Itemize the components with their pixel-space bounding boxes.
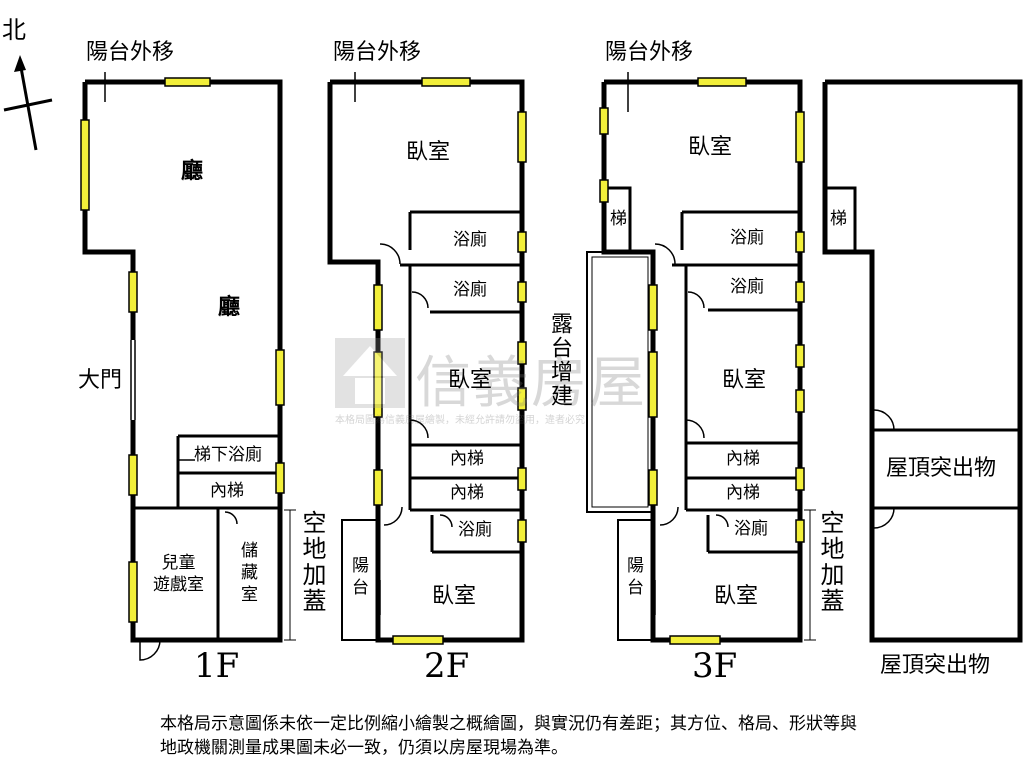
f2-bath-c: 浴廁 — [458, 520, 492, 540]
roof-stair: 梯 — [830, 209, 847, 229]
open-space-b-label: 空地加蓋 — [816, 510, 844, 614]
f3-inner-stair-b: 內梯 — [726, 483, 760, 503]
f3-bedroom-top: 臥室 — [688, 135, 733, 160]
f3-balcony-note: 陽台外移 — [605, 40, 694, 65]
f3-bath-a: 浴廁 — [730, 228, 764, 248]
floor-1f-doors — [130, 340, 238, 661]
open-space-a-label: 空地加蓋 — [298, 510, 326, 614]
f3-inner-stair-a: 內梯 — [726, 449, 760, 469]
floor-3f-windows — [599, 77, 805, 645]
floor-2f-windows — [373, 77, 527, 645]
f2-bath-b: 浴廁 — [453, 280, 487, 300]
f1-main-door: 大門 — [78, 368, 123, 393]
f3-balcony: 陽 台 — [627, 556, 644, 598]
f3-floor-label: 3F — [692, 646, 738, 686]
terrace-inner — [591, 256, 649, 508]
f2-bedroom-bottom: 臥室 — [432, 584, 477, 609]
f1-storage: 儲 藏 室 — [241, 541, 258, 605]
f1-hall-mid: 廳 — [218, 294, 241, 320]
f1-kids-room: 兒童 遊戲室 — [153, 553, 204, 595]
balcony-leaders — [104, 72, 629, 112]
f1-hall-top: 廳 — [181, 158, 204, 184]
roof-floor-label: 屋頂突出物 — [880, 653, 991, 678]
f2-inner-stair-b: 內梯 — [450, 483, 484, 503]
f2-bedroom-mid: 臥室 — [448, 368, 493, 393]
floor-3f-doors — [654, 243, 729, 615]
f3-bath-b: 浴廁 — [730, 277, 764, 297]
f1-balcony-note: 陽台外移 — [86, 40, 175, 65]
f2-balcony-note: 陽台外移 — [333, 40, 422, 65]
roof-structure: 屋頂突出物 — [886, 456, 997, 481]
dimension-lines — [284, 509, 816, 641]
floor-2f-doors — [379, 243, 453, 615]
watermark: 信義房屋 本格局圖為信義房屋繪製，未經允許請勿盜用，違者必究 — [335, 338, 695, 426]
floor-2f-walls — [327, 79, 525, 643]
f1-floor-label: 1F — [194, 646, 240, 686]
f3-bath-c: 浴廁 — [734, 519, 768, 539]
disclaimer-note: 本格局示意圖係未依一定比例縮小繪製之概繪圖，與實況仍有差距；其方位、格局、形狀等… — [160, 714, 857, 758]
f1-stair-bath: 梯下浴廁 — [194, 445, 262, 465]
f3-stair: 梯 — [610, 209, 627, 229]
f2-bedroom-top: 臥室 — [406, 140, 451, 165]
floor-3f-walls — [601, 79, 803, 643]
floor-1f-windows — [80, 77, 285, 623]
roof-doors — [873, 409, 895, 529]
north-label: 北 — [2, 16, 26, 44]
f3-bedroom-mid: 臥室 — [722, 368, 767, 393]
watermark-subtext: 本格局圖為信義房屋繪製，未經允許請勿盜用，違者必究 — [335, 415, 585, 426]
compass-icon — [3, 55, 53, 151]
roof-walls — [822, 79, 1023, 643]
watermark-logo-icon — [335, 338, 405, 408]
f2-inner-stair-a: 內梯 — [450, 449, 484, 469]
f1-inner-stair: 內梯 — [210, 481, 244, 501]
f2-bath-a: 浴廁 — [453, 230, 487, 250]
terrace-label: 露台增建 — [547, 312, 572, 408]
f2-balcony: 陽 台 — [352, 556, 369, 598]
watermark-brand: 信義房屋 — [415, 351, 647, 416]
f2-floor-label: 2F — [424, 646, 470, 686]
f3-bedroom-bottom: 臥室 — [714, 584, 759, 609]
